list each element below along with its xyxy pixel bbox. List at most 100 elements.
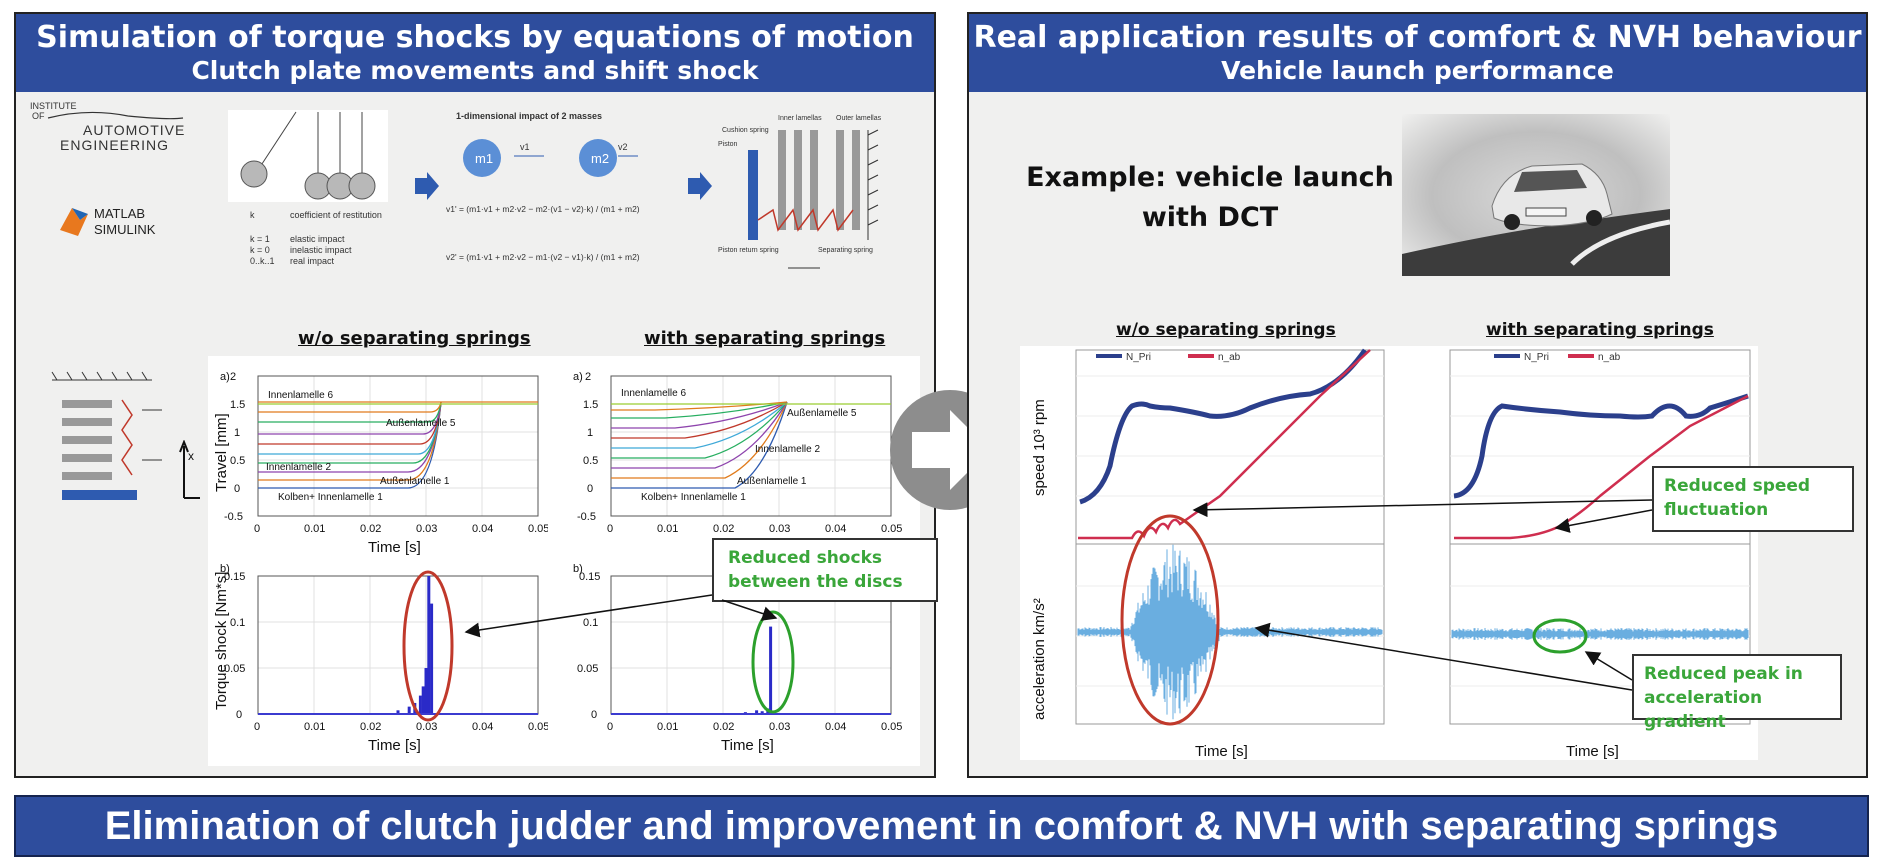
torque-x-label-2: Time [s] [721,737,774,754]
torque-bar [396,710,400,714]
svg-text:0.01: 0.01 [657,721,678,733]
travel-label-innen6: Innenlamelle 6 [268,390,333,401]
right-col-title-with: with separating springs [1486,320,1714,340]
svg-text:0.03: 0.03 [416,721,437,733]
torque-bar [424,668,428,714]
callout-reduced-peak: Reduced peak in acceleration gradient [1632,654,1842,732]
travel-label-innen2: Innenlamelle 2 [266,462,331,473]
svg-text:1.5: 1.5 [230,399,245,411]
svg-text:0: 0 [254,523,260,535]
svg-text:2: 2 [585,371,591,383]
impact-equation-2: v2' = (m1·v1 + m2·v2 − m1·(v2 − v1)·k) /… [446,252,640,262]
label-piston-return-spring: Piston return spring [718,247,779,254]
torque-bars-with [743,626,773,714]
conclusion-banner: Elimination of clutch judder and improve… [14,795,1869,857]
left-subtitle: Clutch plate movements and shift shock [191,56,759,85]
example-line1: Example: vehicle launch [1026,162,1394,193]
k-description: coefficient of restitution [290,210,382,220]
legend-nab: n_ab [1218,352,1241,363]
panel-label-b-2: b) [573,563,583,575]
panel-label-a: a) [220,371,230,383]
callout-speed-line1: Reduced speed [1664,476,1811,496]
label-cushion-spring: Cushion spring [722,127,769,134]
svg-text:0.05: 0.05 [528,523,548,535]
svg-text:-0.5: -0.5 [224,511,243,523]
callout-shocks-line2: between the discs [728,572,903,592]
x-axis-arrow-icon: x [178,439,202,505]
svg-text:0: 0 [591,709,597,721]
svg-text:0.05: 0.05 [528,721,548,733]
panel-label-a-2: a) [573,371,583,383]
torque-bar [427,576,431,714]
travel-x-label: Time [s] [368,539,421,556]
logo-simulink: SIMULINK [94,222,156,237]
callout-reduced-shocks: Reduced shocks between the discs [712,538,938,602]
callout-shocks-line1: Reduced shocks [728,548,882,568]
right-panel-header: Real application results of comfort & NV… [969,14,1866,92]
travel-label-aussen1-2: Außenlamelle 1 [737,476,807,487]
svg-text:0.04: 0.04 [472,721,493,733]
travel-label-kolben-2: Kolben+ Innenlamelle 1 [641,492,746,503]
svg-text:0.1: 0.1 [583,617,598,629]
torque-y-label: Torque shock [Nm*s] [213,572,230,710]
k-row-1: k = 1 [250,234,270,244]
label-outer-lamellas: Outer lamellas [836,115,882,122]
right-subtitle: Vehicle launch performance [1221,56,1614,85]
svg-text:0.01: 0.01 [657,523,678,535]
callout-speed-line2: fluctuation [1664,500,1769,520]
travel-label-aussen5: Außenlamelle 5 [386,418,456,429]
panel-label-b: b) [220,563,230,575]
logo-institute-line2: OF [32,111,45,121]
matlab-simulink-logo: MATLAB SIMULINK [58,200,178,240]
torque-bars-without [396,576,434,714]
svg-text:0.5: 0.5 [230,455,245,467]
travel-chart-with: a) 21.510.50-0.5 00.010.020.030.040.05 T… [573,371,902,556]
example-line2: with DCT [1141,202,1279,233]
left-col-title-without: w/o separating springs [298,328,531,349]
restitution-legend: k coefficient of restitution k = 1 elast… [250,208,420,274]
svg-text:0: 0 [254,721,260,733]
institute-logo: INSTITUTE OF AUTOMOTIVE ENGINEERING [28,100,188,160]
travel-label-innen2-2: Innenlamelle 2 [755,444,820,455]
svg-text:0.15: 0.15 [579,571,600,583]
velocity-2-label: v2 [618,142,628,152]
svg-text:0.02: 0.02 [360,523,381,535]
label-separating-spring: Separating spring [818,247,873,254]
arrow-right-icon [415,172,439,205]
svg-text:1: 1 [587,427,593,439]
torque-bar [760,711,764,714]
svg-text:0.01: 0.01 [304,721,325,733]
torque-bar [769,626,773,714]
newtons-cradle-image [228,110,388,202]
travel-lines-with [611,401,891,489]
svg-text:0.05: 0.05 [224,663,245,675]
vehicle-launch-image [1402,114,1671,276]
accel-y-label: acceleration km/s² [1031,598,1048,720]
callout-peak-line2: acceleration gradient [1644,688,1763,732]
impact-diagram: 1-dimensional impact of 2 masses m1 v1 m… [446,110,666,275]
svg-text:0.04: 0.04 [472,523,493,535]
travel-label-aussen5-2: Außenlamelle 5 [787,408,857,419]
svg-text:0.02: 0.02 [713,523,734,535]
clutch-pack-diagram: Inner lamellas Outer lamellas Cushion sp… [718,110,898,280]
clutch-cross-section-diagram [22,370,172,540]
impact-equation-1: v1' = (m1·v1 + m2·v2 − m2·(v1 − v2)·k) /… [446,204,640,214]
svg-text:0.02: 0.02 [360,721,381,733]
svg-text:1.5: 1.5 [583,399,598,411]
k-symbol: k [250,210,255,220]
legend-npri-2: N_Pri [1524,352,1549,363]
k-row-2: k = 0 [250,245,270,255]
accel-highlight-red [1120,514,1220,726]
legend-nab-2: n_ab [1598,352,1621,363]
svg-text:0.03: 0.03 [769,523,790,535]
svg-text:0.01: 0.01 [304,523,325,535]
svg-text:0.5: 0.5 [583,455,598,467]
travel-label-aussen1: Außenlamelle 1 [380,476,450,487]
speed-x-label: Time [s] [1195,743,1248,760]
torque-bar [418,695,422,714]
svg-text:0.05: 0.05 [881,523,902,535]
impact-title: 1-dimensional impact of 2 masses [456,111,602,121]
travel-y-label: Travel [mm] [213,413,230,492]
speed-x-label-2: Time [s] [1566,743,1619,760]
